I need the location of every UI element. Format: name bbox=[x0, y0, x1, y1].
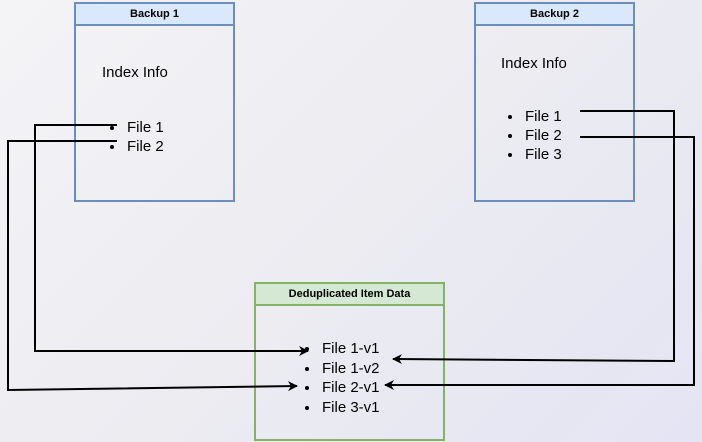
dedup-container: Deduplicated Item Data File 1-v1 File 1-… bbox=[254, 282, 445, 441]
backup-1-container: Backup 1 Index Info File 1 File 2 bbox=[74, 2, 235, 202]
backup-2-index-label: Index Info bbox=[501, 55, 567, 72]
backup-2-title: Backup 2 bbox=[476, 4, 633, 26]
backup-1-index-label: Index Info bbox=[102, 64, 168, 81]
list-item: File 1 bbox=[523, 107, 562, 126]
backup-2-container: Backup 2 Index Info File 1 File 2 File 3 bbox=[474, 2, 635, 202]
backup-1-title: Backup 1 bbox=[76, 4, 233, 26]
dedup-title: Deduplicated Item Data bbox=[256, 284, 443, 306]
list-item: File 2-v1 bbox=[320, 378, 380, 398]
list-item: File 3 bbox=[523, 145, 562, 164]
backup-1-file-list: File 1 File 2 bbox=[107, 118, 164, 156]
dedup-item-list: File 1-v1 File 1-v2 File 2-v1 File 3-v1 bbox=[302, 339, 380, 417]
list-item: File 1 bbox=[125, 118, 164, 137]
list-item: File 3-v1 bbox=[320, 398, 380, 418]
list-item: File 1-v1 bbox=[320, 339, 380, 359]
list-item: File 1-v2 bbox=[320, 359, 380, 379]
backup-2-file-list: File 1 File 2 File 3 bbox=[505, 107, 562, 164]
list-item: File 2 bbox=[523, 126, 562, 145]
list-item: File 2 bbox=[125, 137, 164, 156]
